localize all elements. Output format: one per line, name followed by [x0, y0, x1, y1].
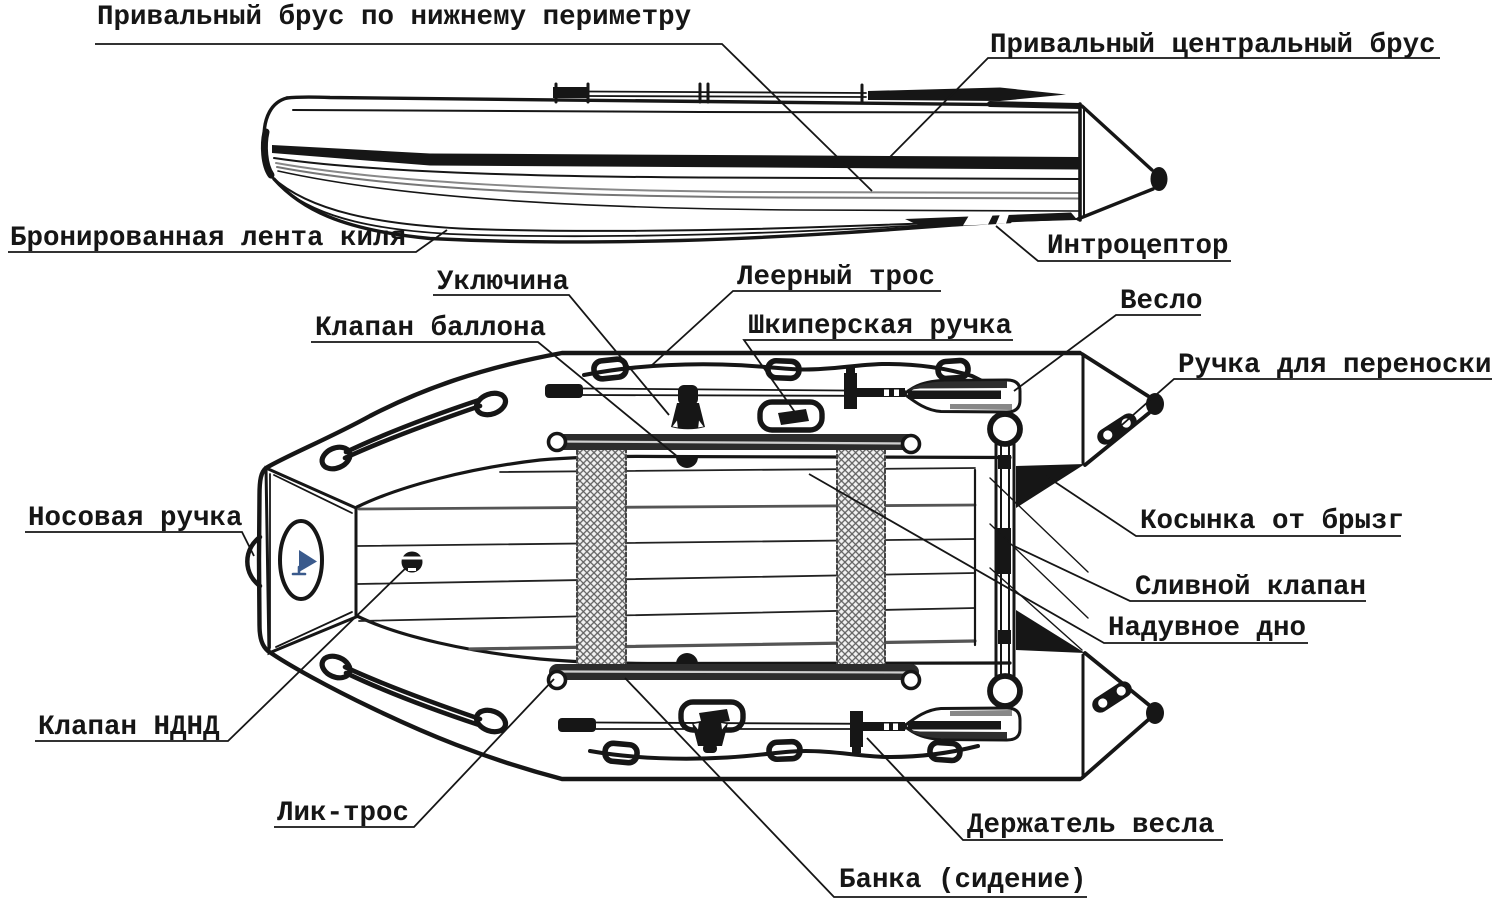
svg-text:Ручка для переноски: Ручка для переноски: [1178, 350, 1492, 381]
svg-text:Привальный брус по нижнему пер: Привальный брус по нижнему периметру: [97, 2, 691, 33]
svg-text:Бронированная лента киля: Бронированная лента киля: [10, 223, 406, 254]
svg-text:Клапан баллона: Клапан баллона: [315, 313, 546, 344]
svg-text:Надувное дно: Надувное дно: [1108, 613, 1306, 644]
svg-text:Носовая ручка: Носовая ручка: [28, 503, 243, 534]
svg-text:Держатель весла: Держатель весла: [967, 810, 1215, 841]
svg-text:Уключина: Уключина: [437, 267, 569, 298]
svg-text:Интроцептор: Интроцептор: [1047, 231, 1229, 262]
svg-text:Шкиперская ручка: Шкиперская ручка: [748, 311, 1012, 342]
svg-text:Косынка от брызг: Косынка от брызг: [1140, 506, 1404, 537]
svg-text:Банка (сидение): Банка (сидение): [839, 865, 1087, 896]
svg-text:Привальный центральный брус: Привальный центральный брус: [990, 30, 1436, 61]
svg-text:Сливной клапан: Сливной клапан: [1135, 572, 1366, 603]
svg-text:Лик-трос: Лик-трос: [277, 798, 409, 829]
svg-text:Весло: Весло: [1120, 286, 1203, 317]
svg-text:Леерный трос: Леерный трос: [737, 262, 935, 293]
svg-text:Клапан НДНД: Клапан НДНД: [38, 712, 220, 743]
